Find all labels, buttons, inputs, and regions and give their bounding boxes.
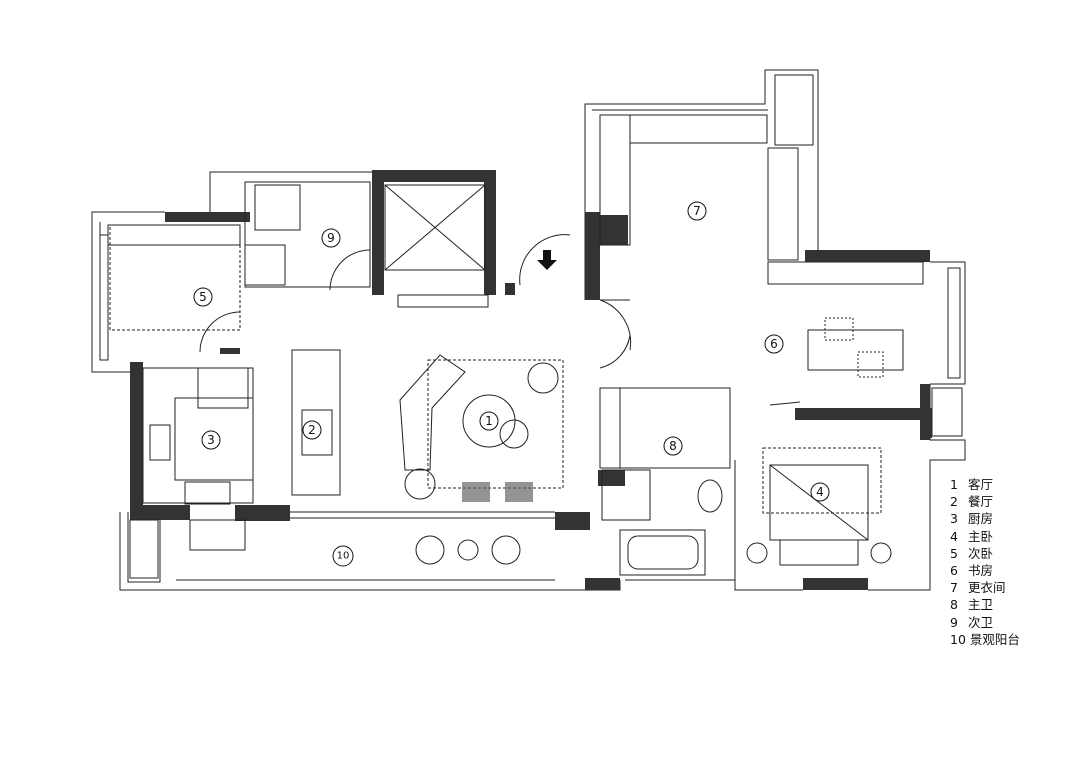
- hatch-marks: [462, 482, 533, 502]
- room-marker-5: 5: [193, 287, 213, 307]
- svg-text:3: 3: [207, 433, 215, 447]
- interior: [99, 74, 963, 579]
- svg-text:4: 4: [816, 485, 824, 499]
- svg-text:1: 1: [485, 414, 493, 428]
- room-marker-6: 6: [764, 334, 784, 354]
- room-marker-8: 8: [663, 436, 683, 456]
- room-marker-10: 10: [332, 545, 354, 567]
- room-marker-9: 9: [321, 228, 341, 248]
- svg-text:10: 10: [337, 551, 350, 562]
- svg-text:7: 7: [693, 204, 701, 218]
- svg-text:6: 6: [770, 337, 778, 351]
- room-marker-1: 1: [479, 411, 499, 431]
- room-markers: 1 2 3 4 5 6 7 8 9 10: [193, 201, 830, 567]
- svg-text:5: 5: [199, 290, 207, 304]
- walls: [130, 170, 932, 590]
- room-marker-7: 7: [687, 201, 707, 221]
- svg-text:9: 9: [327, 231, 335, 245]
- room-marker-3: 3: [201, 430, 221, 450]
- svg-text:8: 8: [669, 439, 677, 453]
- room-marker-2: 2: [302, 420, 322, 440]
- entrance-arrow-icon: [537, 250, 557, 270]
- room-marker-4: 4: [810, 482, 830, 502]
- svg-text:2: 2: [308, 423, 316, 437]
